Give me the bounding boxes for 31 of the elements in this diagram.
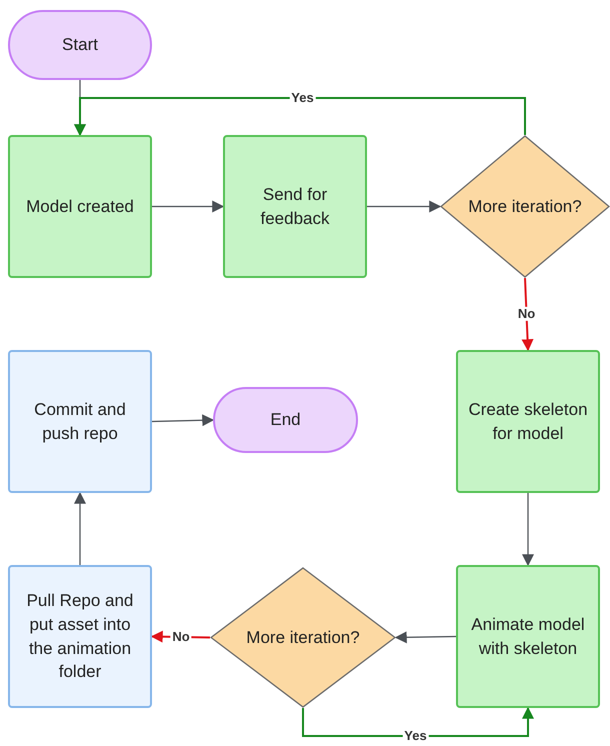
edge-label: Yes bbox=[289, 90, 316, 106]
edge-label: No bbox=[170, 630, 192, 644]
arrow bbox=[522, 278, 534, 352]
arrow bbox=[522, 493, 534, 566]
decision-diamond bbox=[210, 567, 396, 708]
decision-diamond bbox=[440, 135, 610, 278]
node-label: End bbox=[270, 409, 301, 432]
edge-label: Yes bbox=[402, 728, 429, 744]
process-box bbox=[8, 565, 152, 708]
arrow bbox=[302, 706, 534, 737]
process-box bbox=[456, 565, 600, 708]
arrow bbox=[152, 414, 214, 426]
node-label: Pull Repo and put asset into the animation folder bbox=[26, 590, 134, 684]
process-box bbox=[8, 350, 152, 493]
process-box bbox=[456, 350, 600, 493]
process-box bbox=[223, 135, 367, 278]
arrow bbox=[394, 631, 456, 644]
process-box bbox=[8, 135, 152, 278]
arrow bbox=[152, 200, 224, 212]
node-label: Start bbox=[62, 34, 98, 56]
edge-label: No bbox=[516, 306, 538, 322]
node-label: Commit and push repo bbox=[33, 398, 127, 444]
node-label: More iteration? bbox=[468, 196, 582, 218]
arrow bbox=[74, 97, 526, 136]
node-label: More iteration? bbox=[246, 626, 360, 649]
arrow bbox=[74, 492, 86, 565]
arrow bbox=[367, 200, 442, 212]
node-label: Send for feedback bbox=[260, 184, 330, 230]
node-label: Animate model with skeleton bbox=[470, 614, 586, 660]
node-label: Model created bbox=[26, 196, 134, 218]
node-label: Create skeleton for model bbox=[468, 398, 588, 444]
